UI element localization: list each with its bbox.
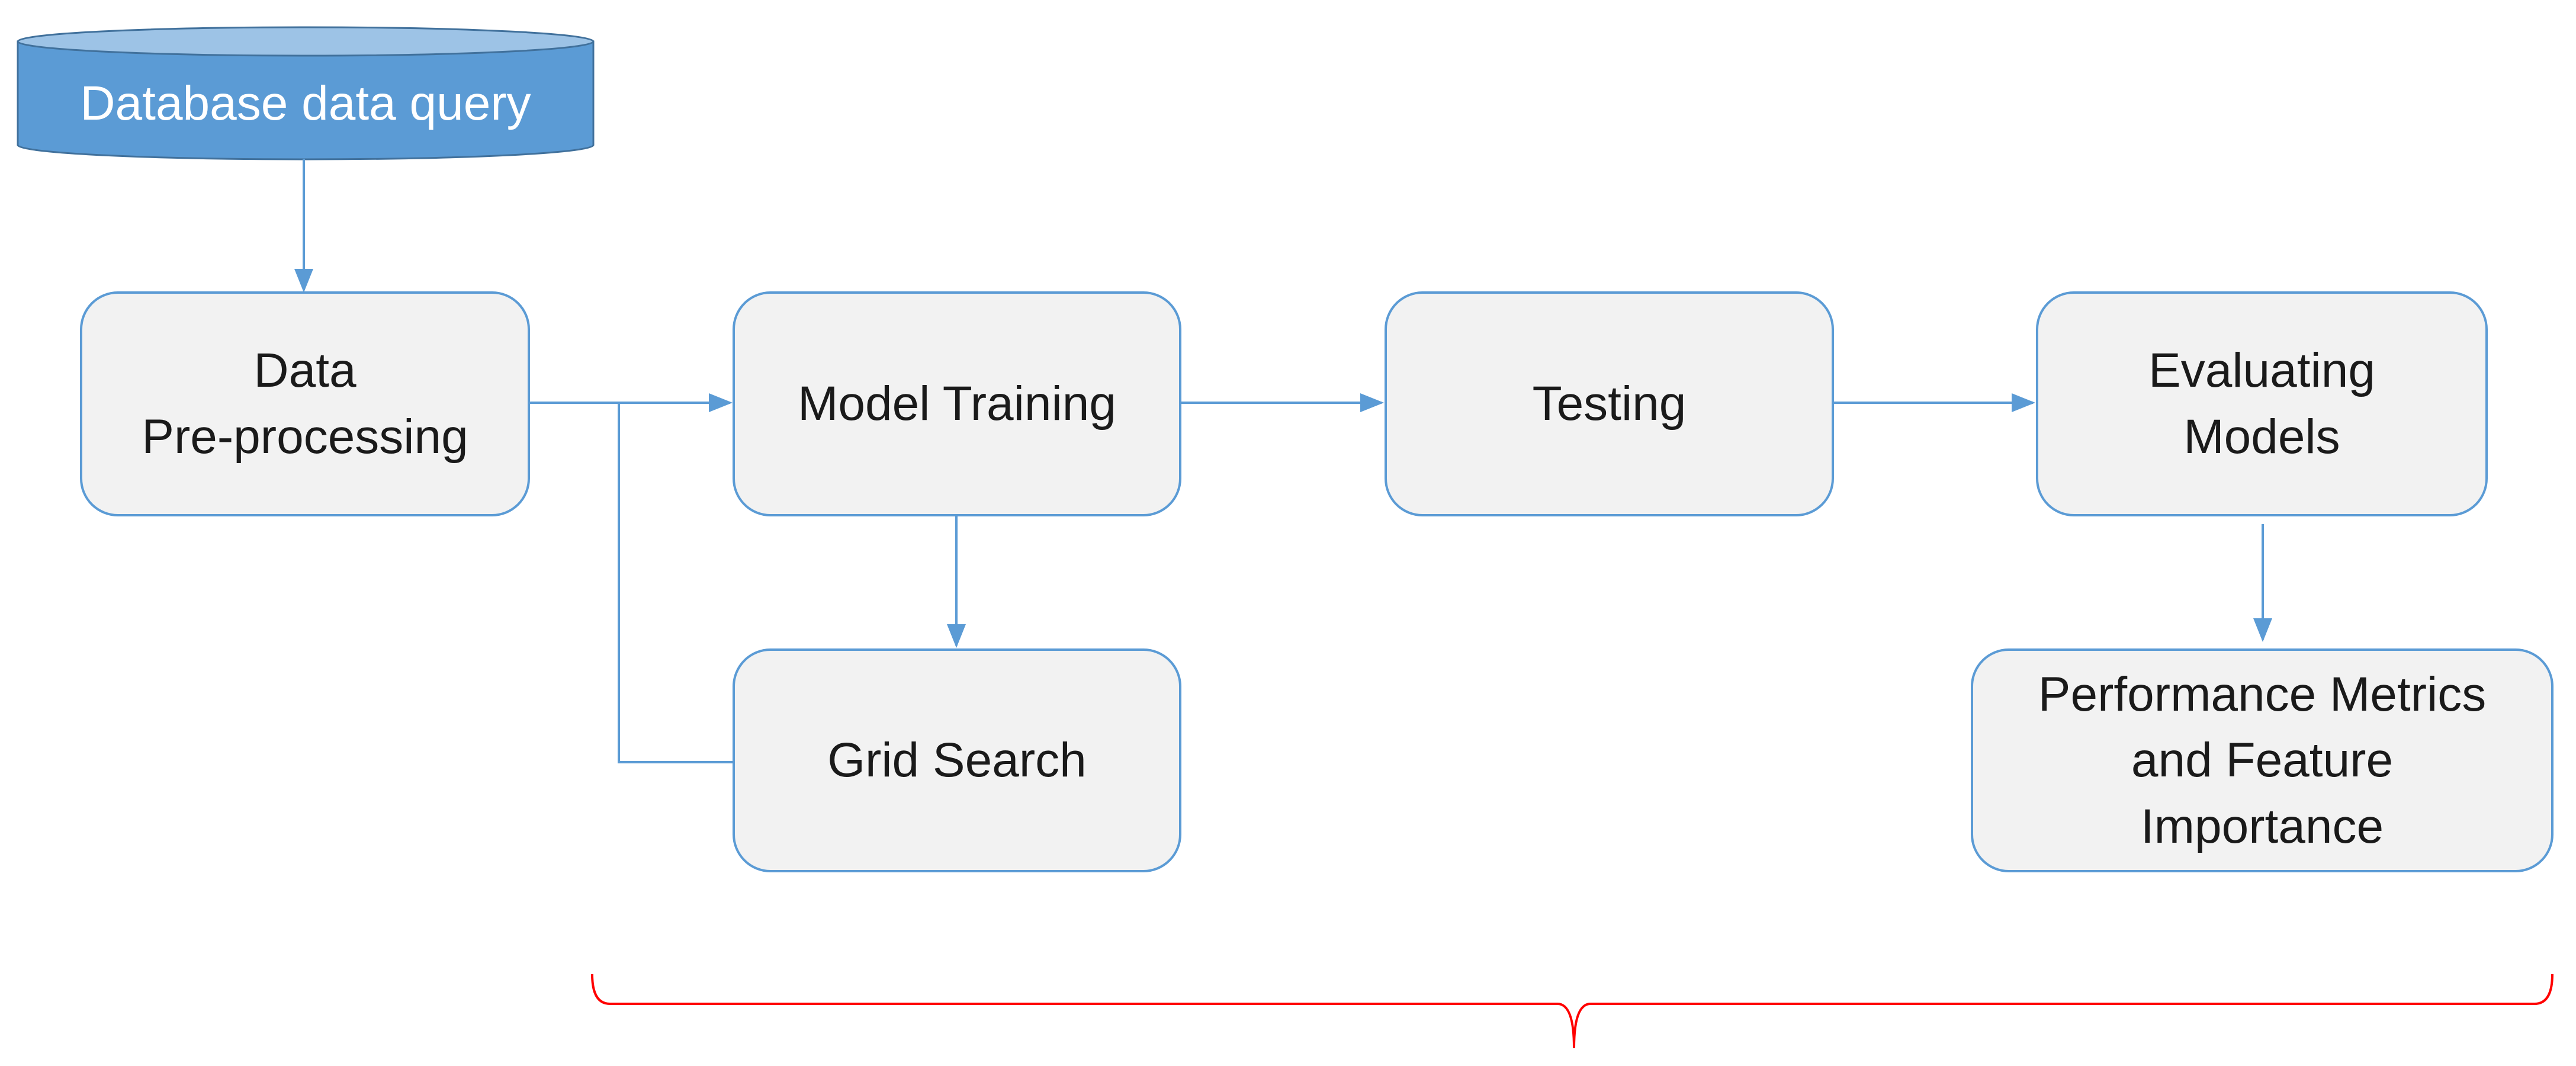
database-cylinder-icon: [17, 26, 595, 160]
node-performance-metrics-line3: Importance: [2140, 799, 2384, 853]
node-grid-search-label: Grid Search: [827, 733, 1087, 788]
database-body: [17, 40, 595, 160]
database-label: Database data query: [80, 76, 531, 130]
node-data-preprocessing: Data Pre-processing: [80, 291, 530, 516]
node-testing: Testing: [1385, 291, 1834, 516]
database-top: [17, 26, 595, 57]
node-testing-label: Testing: [1532, 377, 1687, 431]
node-evaluating-models-line2: Models: [2183, 410, 2340, 464]
node-model-training-label: Model Training: [798, 377, 1116, 431]
node-evaluating-models-line1: Evaluating: [2148, 343, 2375, 398]
node-data-preprocessing-line2: Pre-processing: [142, 410, 468, 464]
node-evaluating-models: Evaluating Models: [2036, 291, 2488, 516]
node-performance-metrics: Performance Metrics and Feature Importan…: [1971, 648, 2553, 872]
node-performance-metrics-line2: and Feature: [2131, 733, 2394, 788]
node-grid-search: Grid Search: [733, 648, 1181, 872]
node-data-preprocessing-line1: Data: [253, 343, 356, 398]
node-performance-metrics-line1: Performance Metrics: [2038, 667, 2487, 721]
node-model-training: Model Training: [733, 291, 1181, 516]
connector-grid-search-feedback: [618, 403, 733, 763]
curly-brace: [591, 974, 2553, 1049]
